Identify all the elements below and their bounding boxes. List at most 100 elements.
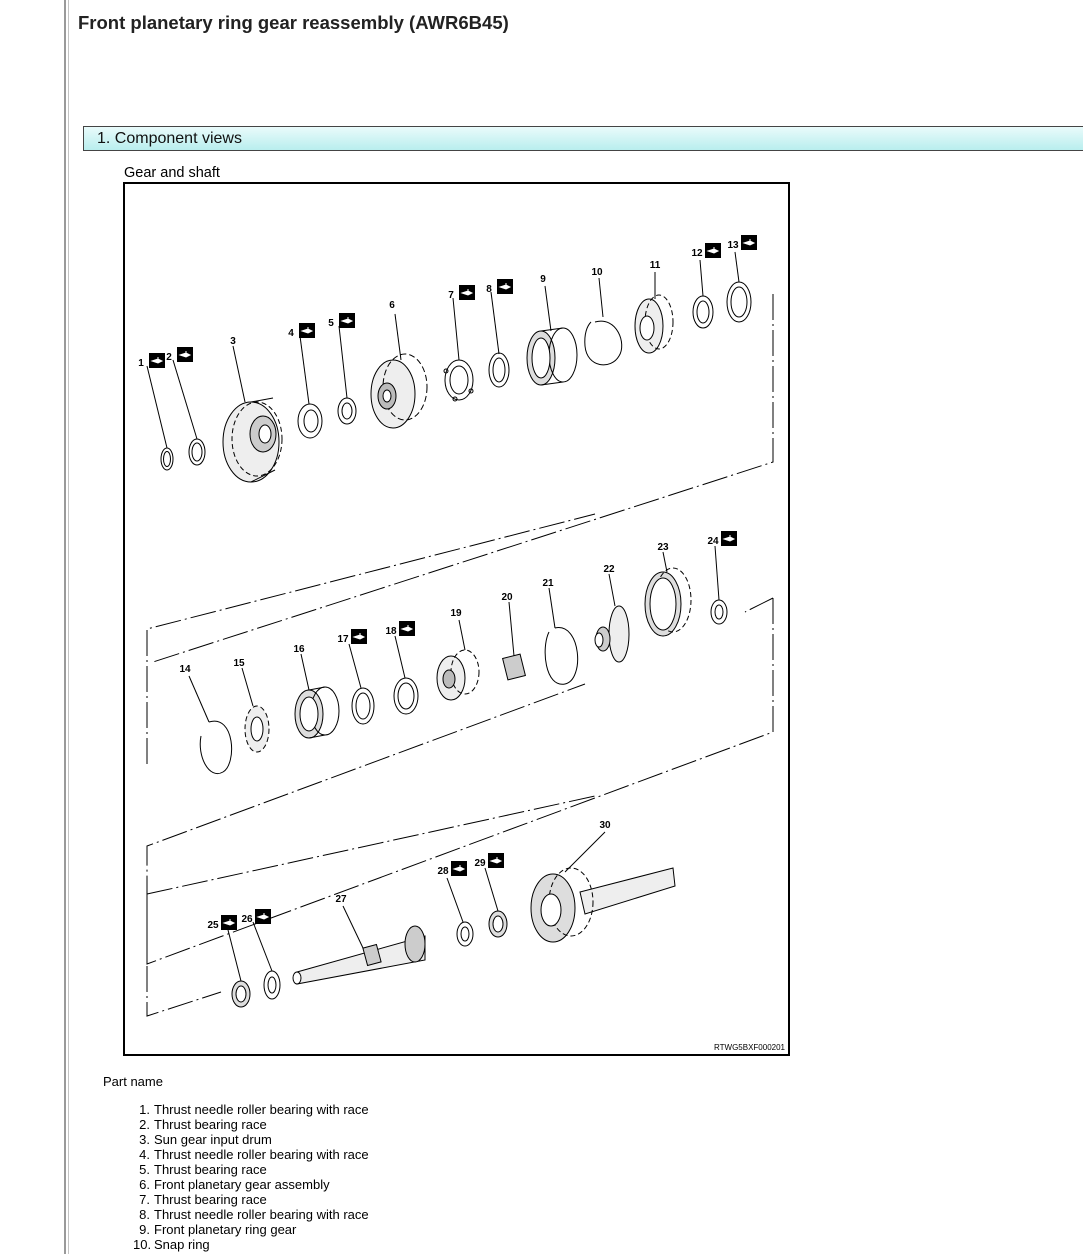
part-24-race [710, 599, 728, 625]
panel-border-middle-left [146, 513, 596, 764]
callout-number: 27 [335, 894, 347, 905]
part-27-shaft [292, 925, 426, 985]
callout-number: 24 [707, 536, 719, 547]
panel-border-middle [146, 598, 774, 965]
callout-labels: 1234567891011121314151617181920212223242… [138, 235, 757, 931]
list-item: 3. Sun gear input drum [133, 1132, 369, 1147]
part-number: 10. [133, 1237, 152, 1252]
callout-number: 18 [385, 626, 397, 637]
part-6-planetary [370, 353, 428, 429]
part-11-gear [634, 294, 674, 354]
part-18-bearing [393, 677, 419, 715]
part-16-drum [294, 686, 340, 739]
part-name: Sun gear input drum [154, 1132, 272, 1147]
part-25-bearing [231, 980, 251, 1008]
callout-number: 1 [138, 358, 144, 369]
callout-number: 29 [474, 858, 486, 869]
part-name: Thrust needle roller bearing with race [154, 1147, 369, 1162]
callout-number: 22 [603, 564, 615, 575]
part-number: 5. [139, 1162, 150, 1177]
part-1-bearing [160, 447, 174, 471]
oil-can-icon [177, 347, 193, 362]
oil-can-icon [339, 313, 355, 328]
part-name: Front planetary ring gear [154, 1222, 297, 1237]
part-number: 6. [139, 1177, 150, 1192]
section-heading: 1. Component views [97, 130, 242, 147]
callout-number: 25 [207, 920, 219, 931]
callout-number: 6 [389, 300, 395, 311]
oil-can-icon [705, 243, 721, 258]
panel-border-middle-right [744, 597, 774, 613]
part-7-race [443, 359, 474, 402]
part-number: 7. [139, 1192, 150, 1207]
oil-can-icon [451, 861, 467, 876]
part-30-carrier-shaft [530, 867, 676, 943]
part-name: Thrust bearing race [154, 1192, 267, 1207]
part-19-carrier [436, 649, 480, 701]
callout-number: 19 [450, 608, 462, 619]
part-5-race [337, 397, 357, 425]
callout-number: 23 [657, 542, 669, 553]
part-name-heading: Part name [103, 1074, 163, 1089]
part-number: 9. [139, 1222, 150, 1237]
part-13-bearing [726, 281, 752, 323]
part-21-snap-ring [544, 627, 579, 685]
part-28-race [456, 921, 474, 947]
part-number: 1. [139, 1102, 150, 1117]
callout-number: 3 [230, 336, 236, 347]
callout-number: 9 [540, 274, 546, 285]
part-name: Snap ring [154, 1237, 210, 1252]
callout-number: 2 [166, 352, 172, 363]
part-29-bearing [488, 910, 508, 938]
list-item: 10.Snap ring [133, 1237, 369, 1252]
part-3-drum [222, 397, 283, 483]
list-item: 1. Thrust needle roller bearing with race [133, 1102, 369, 1117]
part-number: 8. [139, 1207, 150, 1222]
part-4-bearing [297, 403, 323, 439]
oil-can-icon [721, 531, 737, 546]
part-name: Thrust needle roller bearing with race [154, 1207, 369, 1222]
part-number: 4. [139, 1147, 150, 1162]
section-header: 1. Component views [83, 126, 1083, 151]
list-item: 2.Thrust bearing race [133, 1117, 369, 1132]
part-number: 3. [139, 1132, 150, 1147]
part-20-bearing [502, 653, 526, 681]
callout-number: 7 [448, 290, 454, 301]
oil-can-icon [149, 353, 165, 368]
callout-number: 4 [288, 328, 294, 339]
oil-can-icon [741, 235, 757, 250]
callout-number: 8 [486, 284, 492, 295]
callout-number: 12 [691, 248, 703, 259]
part-23-ring-gear [644, 567, 692, 637]
callout-number: 15 [233, 658, 245, 669]
list-item: 8. Thrust needle roller bearing with race [133, 1207, 369, 1222]
list-item: 9. Front planetary ring gear [133, 1222, 369, 1237]
callout-number: 28 [437, 866, 449, 877]
part-number: 2. [139, 1117, 150, 1132]
list-item: 4. Thrust needle roller bearing with race [133, 1147, 369, 1162]
part-17-race [351, 687, 375, 725]
callout-number: 26 [241, 914, 253, 925]
oil-can-icon [299, 323, 315, 338]
callout-number: 21 [542, 578, 554, 589]
oil-can-icon [488, 853, 504, 868]
figure-id: RTWG5BXF000201 [714, 1043, 786, 1052]
list-item: 5.Thrust bearing race [133, 1162, 369, 1177]
part-name: Front planetary gear assembly [154, 1177, 330, 1192]
oil-can-icon [221, 915, 237, 930]
page-title: Front planetary ring gear reassembly (AW… [78, 12, 509, 33]
oil-can-icon [459, 285, 475, 300]
part-10-snap-ring [584, 320, 623, 366]
oil-can-icon [255, 909, 271, 924]
part-name: Thrust needle roller bearing with race [154, 1102, 369, 1117]
figure-caption: Gear and shaft [124, 165, 220, 181]
callout-number: 30 [599, 820, 611, 831]
callout-number: 20 [501, 592, 513, 603]
part-9-ring-gear [526, 327, 578, 386]
callout-number: 17 [337, 634, 349, 645]
callout-number: 14 [179, 664, 191, 675]
frame-border-left [64, 0, 66, 1254]
part-15-gear [244, 705, 270, 753]
callout-number: 13 [727, 240, 739, 251]
